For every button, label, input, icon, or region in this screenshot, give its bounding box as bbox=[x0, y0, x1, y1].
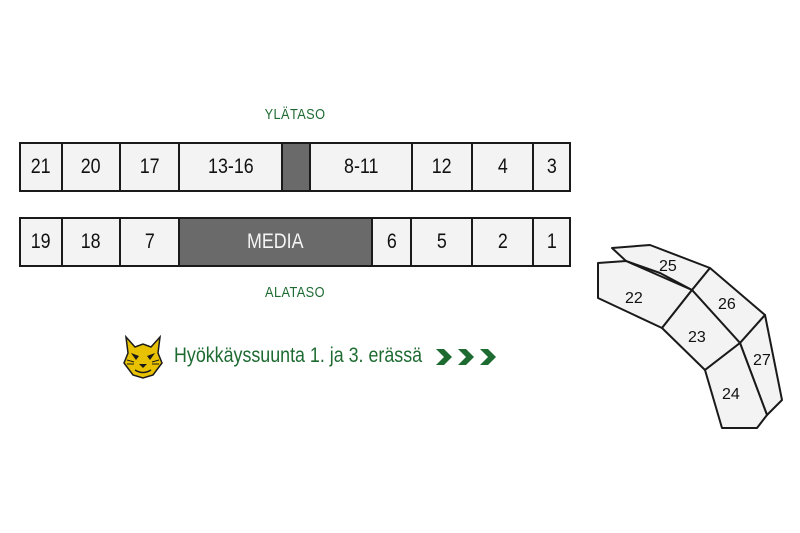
section-lower[interactable]: 6 bbox=[373, 219, 412, 265]
section-lower[interactable]: 18 bbox=[63, 219, 121, 265]
corner-section-label: 22 bbox=[625, 290, 643, 307]
chevron-right-triple-icon bbox=[436, 349, 496, 365]
lower-level-row: 19 18 7 MEDIA 6 5 2 1 bbox=[19, 217, 571, 267]
section-lower[interactable]: 2 bbox=[473, 219, 534, 265]
section-upper[interactable]: 20 bbox=[63, 144, 121, 190]
section-upper[interactable]: 17 bbox=[121, 144, 180, 190]
section-lower-media[interactable]: MEDIA bbox=[180, 219, 373, 265]
section-upper[interactable]: 12 bbox=[413, 144, 473, 190]
corner-section-24[interactable] bbox=[704, 342, 768, 429]
section-upper[interactable]: 8-11 bbox=[311, 144, 413, 190]
ilves-lynx-logo bbox=[123, 334, 163, 379]
section-upper bbox=[283, 144, 311, 190]
section-lower[interactable]: 7 bbox=[121, 219, 180, 265]
upper-level-row: 21 20 17 13-16 8-11 12 4 3 bbox=[19, 142, 571, 192]
attack-direction-text: Hyökkäyssuunta 1. ja 3. erässä bbox=[174, 344, 423, 367]
corner-section-label: 26 bbox=[718, 296, 736, 313]
section-upper[interactable]: 21 bbox=[21, 144, 63, 190]
section-upper[interactable]: 4 bbox=[473, 144, 534, 190]
section-lower[interactable]: 5 bbox=[412, 219, 473, 265]
upper-level-label: YLÄTASO bbox=[264, 106, 326, 123]
corner-section-label: 27 bbox=[753, 352, 771, 369]
lower-level-label: ALATASO bbox=[265, 284, 325, 301]
section-lower[interactable]: 1 bbox=[534, 219, 569, 265]
section-upper[interactable]: 3 bbox=[534, 144, 569, 190]
section-lower[interactable]: 19 bbox=[21, 219, 63, 265]
corner-section-label: 23 bbox=[688, 329, 706, 346]
corner-section-label: 24 bbox=[722, 386, 740, 403]
attack-direction-legend: Hyökkäyssuunta 1. ja 3. erässä bbox=[120, 333, 466, 379]
corner-section-label: 25 bbox=[659, 258, 677, 275]
section-upper[interactable]: 13-16 bbox=[180, 144, 283, 190]
